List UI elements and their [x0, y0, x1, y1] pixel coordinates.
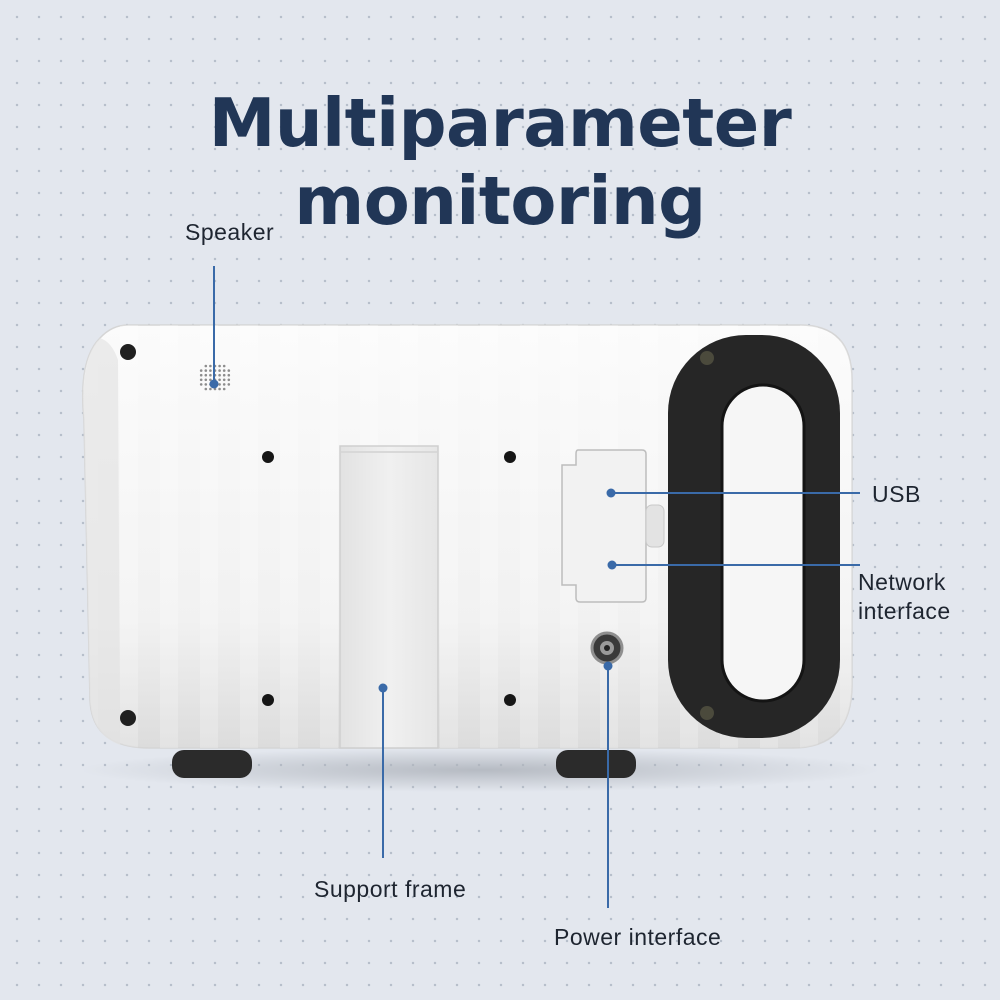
speaker-hole: [218, 378, 221, 382]
speaker-hole: [218, 369, 221, 372]
speaker-hole: [218, 364, 221, 368]
speaker-hole: [218, 373, 221, 377]
speaker-hole: [199, 369, 203, 372]
right-foot: [556, 750, 636, 778]
speaker-label: Speaker: [185, 219, 275, 245]
speaker-hole: [218, 383, 221, 386]
network-label-line2: interface: [858, 598, 951, 624]
power-interface-label: Power interface: [554, 924, 722, 950]
speaker-hole: [218, 387, 221, 391]
mount-hole-3: [262, 694, 274, 706]
speaker-hole: [209, 373, 212, 377]
speaker-hole: [227, 383, 231, 386]
speaker-hole: [222, 387, 226, 391]
handle-screw-top: [700, 351, 714, 365]
speaker-hole: [222, 373, 226, 377]
speaker-hole: [204, 373, 208, 377]
mount-hole-1: [262, 451, 274, 463]
speaker-hole: [204, 387, 208, 391]
speaker-hole: [204, 369, 208, 372]
speaker-hole: [204, 364, 208, 368]
speaker-hole: [227, 369, 231, 372]
handle-opening: [720, 383, 806, 703]
port-cover: [561, 449, 647, 603]
speaker-hole: [227, 373, 231, 377]
support-frame-label: Support frame: [314, 876, 467, 902]
handle-screw-bottom: [700, 706, 714, 720]
left-foot: [172, 750, 252, 778]
usb-label: USB: [872, 481, 921, 507]
speaker-hole: [209, 369, 212, 372]
mount-hole-4: [504, 694, 516, 706]
speaker-hole: [199, 383, 203, 386]
speaker-hole: [209, 378, 212, 382]
speaker-hole: [204, 383, 208, 386]
speaker-hole: [222, 378, 226, 382]
floor-shadow: [80, 748, 880, 792]
speaker-hole: [199, 378, 203, 382]
network-label-line1: Network: [858, 569, 946, 595]
screw-top-left: [120, 344, 136, 360]
speaker-hole: [209, 364, 212, 368]
support-frame: [339, 445, 439, 749]
speaker-hole: [204, 378, 208, 382]
screw-bottom-left: [120, 710, 136, 726]
speaker-hole: [227, 378, 231, 382]
page-title: Multiparameter monitoring: [208, 84, 792, 240]
speaker-hole: [209, 387, 212, 391]
mount-hole-2: [504, 451, 516, 463]
network-interface-label: Network interface: [858, 568, 951, 626]
speaker-hole: [222, 383, 226, 386]
speaker-hole: [199, 373, 203, 377]
speaker-hole: [222, 369, 226, 372]
speaker-hole: [222, 364, 226, 368]
